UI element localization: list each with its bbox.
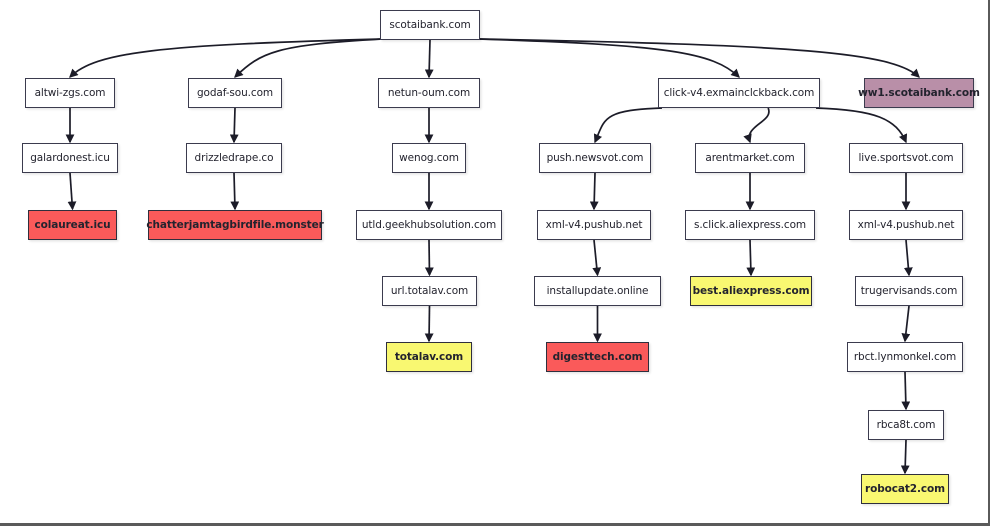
graph-node-label: galardonest.icu	[30, 152, 110, 164]
graph-node-label: push.newsvot.com	[546, 152, 644, 164]
graph-edge	[69, 38, 383, 78]
graph-node-label: rbca8t.com	[876, 419, 936, 431]
graph-node[interactable]: xml-v4.pushub.net	[849, 210, 963, 240]
graph-node[interactable]: click-v4.exmainclckback.com	[658, 78, 820, 108]
graph-edge	[592, 239, 602, 277]
graph-node-label: drizzledrape.co	[194, 152, 274, 164]
graph-node[interactable]: utld.geekhubsolution.com	[356, 210, 502, 240]
graph-node-label: colaureat.icu	[34, 219, 111, 231]
graph-node-label: xml-v4.pushub.net	[857, 219, 955, 231]
graph-node[interactable]: s.click.aliexpress.com	[685, 210, 815, 240]
graph-node[interactable]: ww1.scotaibank.com	[858, 78, 980, 108]
graph-edge	[900, 439, 910, 475]
graph-node[interactable]: installupdate.online	[534, 276, 661, 306]
graph-node-label: xml-v4.pushub.net	[545, 219, 643, 231]
graph-node[interactable]: trugervisands.com	[855, 276, 963, 306]
graph-node[interactable]: rbct.lynmonkel.com	[847, 342, 963, 372]
graph-node-label: wenog.com	[399, 152, 459, 164]
graph-node[interactable]: robocat2.com	[861, 474, 949, 504]
graph-edge	[477, 38, 920, 78]
graph-edge	[234, 38, 383, 78]
graph-edge	[477, 38, 740, 78]
graph-node-label: digesttech.com	[552, 351, 643, 363]
graph-node[interactable]: netun-oum.com	[378, 78, 480, 108]
graph-node[interactable]: xml-v4.pushub.net	[537, 210, 651, 240]
graph-node-label: s.click.aliexpress.com	[693, 219, 807, 231]
graph-node[interactable]: chatterjamtagbirdfile.monster	[146, 210, 324, 240]
graph-edge	[815, 107, 908, 144]
graph-edge	[67, 172, 77, 211]
graph-node-label: chatterjamtagbirdfile.monster	[146, 219, 324, 231]
graph-node-label: best.aliexpress.com	[692, 285, 810, 297]
graph-node-label: scotaibank.com	[389, 19, 471, 31]
graph-node[interactable]: digesttech.com	[546, 342, 649, 372]
graph-node[interactable]: altwi-zgs.com	[25, 78, 115, 108]
graph-node-label: godaf-sou.com	[196, 87, 274, 99]
graph-node-label: altwi-zgs.com	[34, 87, 106, 99]
graph-edge	[230, 172, 240, 211]
graph-node[interactable]: wenog.com	[392, 143, 466, 173]
graph-edge	[424, 239, 434, 277]
graph-node-label: live.sportsvot.com	[858, 152, 954, 164]
graph-node[interactable]: totalav.com	[386, 342, 472, 372]
graph-node-label: installupdate.online	[546, 285, 649, 297]
graph-node[interactable]: url.totalav.com	[382, 276, 477, 306]
graph-node-label: utld.geekhubsolution.com	[361, 219, 497, 231]
graph-node[interactable]: godaf-sou.com	[188, 78, 282, 108]
graph-node-label: rbct.lynmonkel.com	[853, 351, 957, 363]
graph-edge	[901, 305, 911, 343]
graph-node-label: totalav.com	[394, 351, 464, 363]
graph-node[interactable]: rbca8t.com	[868, 410, 944, 440]
graph-node[interactable]: scotaibank.com	[380, 10, 480, 40]
graph-node-label: robocat2.com	[865, 483, 945, 495]
graph-edge	[593, 107, 663, 144]
graph-node[interactable]: push.newsvot.com	[539, 143, 651, 173]
graph-node[interactable]: live.sportsvot.com	[849, 143, 963, 173]
graph-edge	[589, 172, 599, 211]
graph-node-label: ww1.scotaibank.com	[858, 87, 980, 99]
graph-node[interactable]: drizzledrape.co	[186, 143, 282, 173]
graph-node[interactable]: colaureat.icu	[28, 210, 117, 240]
graph-node-label: click-v4.exmainclckback.com	[663, 87, 815, 99]
graph-node[interactable]: arentmarket.com	[695, 143, 805, 173]
graph-node-label: trugervisands.com	[860, 285, 958, 297]
graph-edge	[424, 39, 434, 79]
graph-node[interactable]: best.aliexpress.com	[690, 276, 812, 306]
graph-node-label: arentmarket.com	[705, 152, 795, 164]
graph-edge	[229, 107, 239, 144]
graph-node[interactable]: galardonest.icu	[22, 143, 118, 173]
graph-node-label: netun-oum.com	[387, 87, 471, 99]
graph-edge	[743, 107, 770, 144]
graph-edge	[901, 371, 911, 411]
graph-edge	[424, 305, 434, 343]
graph-node-label: url.totalav.com	[390, 285, 469, 297]
graph-edge	[746, 239, 756, 277]
graph-edge	[903, 239, 913, 277]
